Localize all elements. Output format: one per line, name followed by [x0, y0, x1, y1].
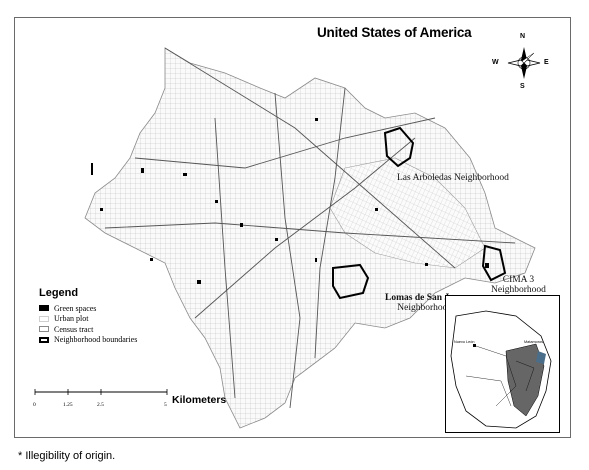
legend-item-urban-plot: Urban plot: [39, 314, 137, 325]
label-cima-3: CIMA 3 Neighborhood: [491, 275, 546, 295]
roads: [104, 47, 516, 409]
label-lomas-de-san-juan: Lomas de San Juan Neighborhood: [385, 293, 465, 313]
inset-map: Nuevo León Matamoros: [445, 295, 560, 433]
compass-south: S: [520, 83, 525, 90]
inset-label-matamoros: Matamoros: [524, 340, 543, 344]
label-las-arboledas: Las Arboledas Neighborhood: [397, 173, 509, 183]
neighborhood-boundary-swatch: [39, 336, 49, 343]
scale-tick-3: 5: [164, 402, 167, 408]
footnote: * Illegibility of origin.: [18, 450, 116, 462]
urban-area: [84, 47, 536, 429]
urban-plot-swatch: [39, 315, 49, 322]
legend-item-census-tract: Census tract: [39, 324, 137, 335]
legend-title: Legend: [39, 287, 79, 299]
scale-tick-0: 0: [33, 402, 36, 408]
compass-west: W: [492, 59, 499, 66]
compass-rose-icon: [507, 47, 541, 79]
green-spaces: [91, 118, 489, 284]
compass-east: E: [544, 59, 549, 66]
city-map: [84, 47, 536, 429]
map-frame: United States of America N S E W Las Arb…: [14, 17, 571, 438]
scale-bar: [34, 389, 168, 395]
compass-north: N: [520, 33, 526, 40]
census-tract-swatch: [39, 326, 49, 333]
scale-tick-1: 1.25: [63, 402, 73, 408]
inset-label-nuevo-leon: Nuevo León: [454, 340, 475, 344]
inset-state-map: [450, 310, 552, 429]
legend-item-green-spaces: Green spaces: [39, 303, 137, 314]
legend-item-neighborhood-boundaries: Neighborhood boundaries: [39, 335, 137, 346]
scale-unit: Kilometers: [172, 394, 227, 406]
neighborhood-boundaries: [332, 126, 507, 300]
legend: Legend Green spaces Urban plot Census tr…: [39, 287, 137, 345]
map-title: United States of America: [317, 25, 472, 40]
green-space-swatch: [39, 305, 49, 312]
scale-tick-2: 2.5: [97, 402, 104, 408]
